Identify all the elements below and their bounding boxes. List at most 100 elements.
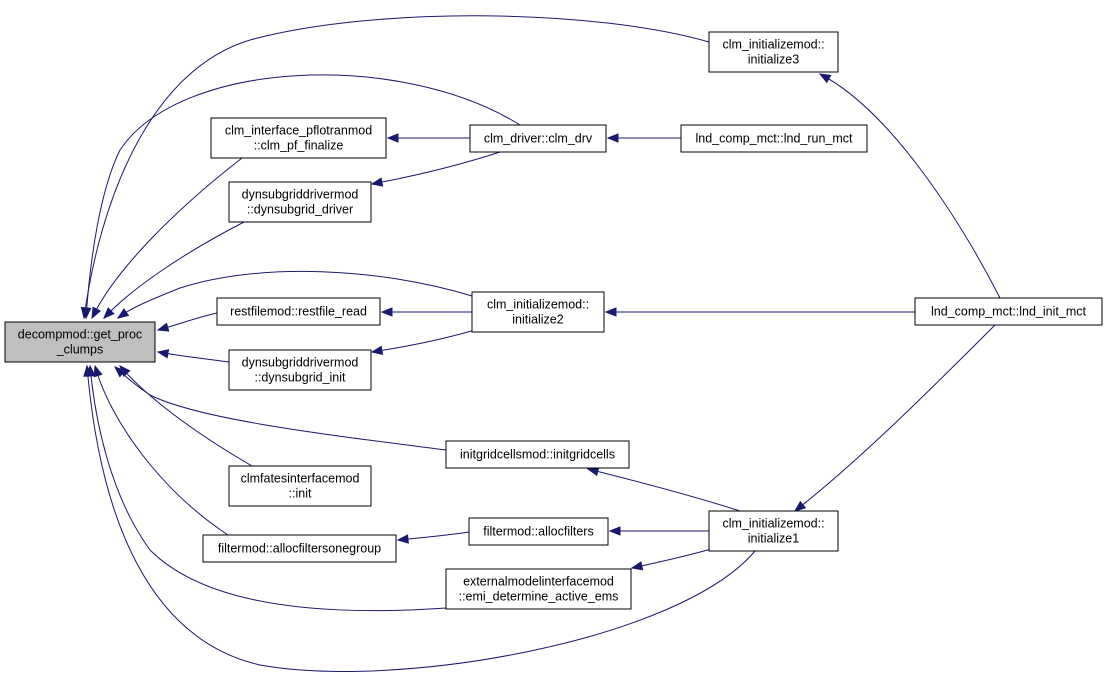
arrow-head bbox=[608, 526, 621, 536]
edge-clm_pf_finalize-to-get_proc_clumps bbox=[91, 157, 243, 320]
node-label: clm_initializemod:: bbox=[722, 517, 824, 531]
node-fates_init[interactable]: clmfatesinterfacemod::init bbox=[228, 465, 372, 507]
edge-line bbox=[89, 365, 447, 612]
node-label: decompmod::get_proc bbox=[18, 328, 142, 342]
node-label: externalmodelinterfacemod bbox=[463, 575, 614, 589]
node-initialize2[interactable]: clm_initializemod::initialize2 bbox=[471, 291, 605, 333]
node-label: clm_initializemod:: bbox=[487, 298, 589, 312]
edge-clm_drv-to-dynsubgrid_driver bbox=[370, 151, 501, 187]
node-box[interactable] bbox=[228, 465, 372, 507]
node-label: lnd_comp_mct::lnd_init_mct bbox=[931, 305, 1086, 319]
node-label: clmfatesinterfacemod bbox=[241, 472, 360, 486]
node-box[interactable] bbox=[708, 510, 839, 552]
edge-line bbox=[819, 73, 1001, 299]
arrow-head bbox=[630, 561, 644, 571]
edge-initialize2-to-dynsubgrid_init bbox=[370, 329, 476, 356]
node-label: clm_driver::clm_drv bbox=[484, 132, 593, 146]
node-box[interactable] bbox=[469, 124, 607, 153]
node-get_proc_clumps[interactable]: decompmod::get_proc_clumps bbox=[4, 321, 156, 363]
node-box[interactable] bbox=[468, 517, 609, 546]
node-label: ::emi_determine_active_ems bbox=[459, 590, 619, 604]
edge-initialize2-to-get_proc_clumps bbox=[116, 270, 473, 319]
node-allocfiltersonegroup[interactable]: filtermod::allocfiltersonegroup bbox=[202, 534, 397, 563]
focus-node-box[interactable] bbox=[4, 321, 156, 363]
node-clm_drv[interactable]: clm_driver::clm_drv bbox=[469, 124, 607, 153]
node-box[interactable] bbox=[228, 181, 372, 223]
node-label: restfilemod::restfile_read bbox=[230, 305, 367, 319]
node-label: initialize3 bbox=[748, 53, 799, 67]
node-label: dynsubgriddrivermod bbox=[242, 356, 359, 370]
edge-line bbox=[794, 324, 996, 512]
edge-lnd_init_mct-to-initialize1 bbox=[793, 324, 996, 512]
arrow-head bbox=[386, 133, 399, 143]
arrow-head bbox=[818, 73, 832, 84]
node-label: clm_interface_pflotranmod bbox=[225, 124, 372, 138]
node-initialize3[interactable]: clm_initializemod::initialize3 bbox=[708, 31, 839, 73]
edge-line bbox=[91, 157, 243, 319]
arrow-head bbox=[156, 322, 170, 332]
node-label: ::dynsubgrid_driver bbox=[247, 203, 353, 217]
node-box[interactable] bbox=[210, 117, 387, 159]
edge-line bbox=[157, 351, 230, 363]
node-label: initialize1 bbox=[748, 532, 799, 546]
node-dynsubgrid_init[interactable]: dynsubgriddrivermod::dynsubgrid_init bbox=[228, 349, 372, 391]
node-label: _clumps bbox=[56, 343, 104, 357]
node-lnd_init_mct[interactable]: lnd_comp_mct::lnd_init_mct bbox=[914, 297, 1103, 326]
node-layer: decompmod::get_proc_clumps clm_interface_… bbox=[4, 31, 1103, 610]
arrow-head bbox=[793, 500, 807, 512]
arrow-head bbox=[103, 307, 115, 319]
edge-allocfilters-to-allocfiltersonegroup bbox=[396, 531, 470, 544]
arrow-head bbox=[116, 308, 130, 319]
edge-clm_drv-to-clm_pf_finalize bbox=[386, 133, 470, 143]
edge-line bbox=[631, 547, 716, 569]
node-box[interactable] bbox=[708, 31, 839, 73]
node-label: lnd_comp_mct::lnd_run_mct bbox=[695, 132, 853, 146]
edge-dynsubgrid_driver-to-get_proc_clumps bbox=[103, 221, 245, 319]
edge-line bbox=[114, 366, 447, 451]
edge-line bbox=[86, 365, 756, 672]
edge-initialize1-to-emi_determine_active_ems bbox=[630, 547, 716, 571]
node-box[interactable] bbox=[216, 297, 381, 326]
edge-initialize1-to-initgridcells bbox=[586, 466, 741, 512]
node-box[interactable] bbox=[445, 440, 630, 469]
edge-line bbox=[371, 151, 501, 185]
node-initgridcells[interactable]: initgridcellsmod::initgridcells bbox=[445, 440, 630, 469]
arrow-head bbox=[91, 306, 102, 320]
node-box[interactable] bbox=[445, 568, 632, 610]
arrow-head bbox=[606, 133, 619, 143]
node-dynsubgrid_driver[interactable]: dynsubgriddrivermod::dynsubgrid_driver bbox=[228, 181, 372, 223]
node-restfile_read[interactable]: restfilemod::restfile_read bbox=[216, 297, 381, 326]
arrow-head bbox=[604, 307, 617, 317]
edge-initgridcells-to-get_proc_clumps bbox=[113, 366, 447, 451]
node-box[interactable] bbox=[680, 124, 868, 153]
node-lnd_run_mct[interactable]: lnd_comp_mct::lnd_run_mct bbox=[680, 124, 868, 153]
edge-lnd_run_mct-to-clm_drv bbox=[606, 133, 681, 143]
node-initialize1[interactable]: clm_initializemod::initialize1 bbox=[708, 510, 839, 552]
edge-line bbox=[587, 468, 741, 512]
arrow-head bbox=[586, 466, 600, 477]
node-emi_determine_active_ems[interactable]: externalmodelinterfacemod::emi_determine… bbox=[445, 568, 632, 610]
node-allocfilters[interactable]: filtermod::allocfilters bbox=[468, 517, 609, 546]
edge-initialize1-to-allocfilters bbox=[608, 526, 709, 536]
arrow-head bbox=[370, 345, 384, 356]
node-box[interactable] bbox=[228, 349, 372, 391]
edge-line bbox=[371, 329, 476, 353]
node-box[interactable] bbox=[914, 297, 1103, 326]
edge-dynsubgrid_init-to-get_proc_clumps bbox=[156, 349, 230, 363]
node-box[interactable] bbox=[202, 534, 397, 563]
arrow-head bbox=[83, 364, 93, 377]
node-label: filtermod::allocfiltersonegroup bbox=[218, 542, 381, 556]
node-label: clm_initializemod:: bbox=[722, 38, 824, 52]
arrow-head bbox=[80, 306, 91, 320]
edge-initialize3-to-get_proc_clumps bbox=[80, 15, 710, 320]
edge-line bbox=[83, 15, 710, 319]
edge-allocfiltersonegroup-to-get_proc_clumps bbox=[93, 364, 229, 536]
edge-line bbox=[397, 531, 470, 541]
edge-line bbox=[103, 221, 245, 319]
node-label: ::dynsubgrid_init bbox=[254, 371, 346, 385]
node-clm_pf_finalize[interactable]: clm_interface_pflotranmod::clm_pf_finali… bbox=[210, 117, 387, 159]
arrow-head bbox=[370, 177, 384, 187]
edge-restfile_read-to-get_proc_clumps bbox=[156, 312, 218, 332]
node-box[interactable] bbox=[471, 291, 605, 333]
